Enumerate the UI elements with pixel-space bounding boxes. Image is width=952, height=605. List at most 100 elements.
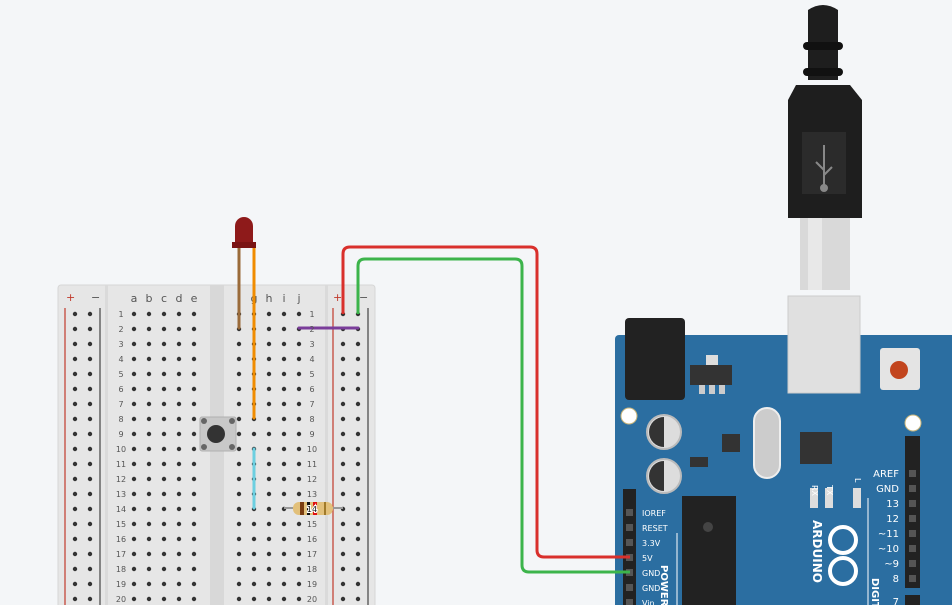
breadboard-hole[interactable] (161, 401, 167, 407)
breadboard-hole[interactable] (146, 311, 152, 317)
breadboard-hole[interactable] (355, 386, 361, 392)
breadboard-hole[interactable] (296, 356, 302, 362)
breadboard-hole[interactable] (161, 491, 167, 497)
header-pin[interactable] (909, 470, 916, 477)
breadboard-hole[interactable] (281, 461, 287, 467)
breadboard-hole[interactable] (296, 431, 302, 437)
breadboard-hole[interactable] (236, 356, 242, 362)
breadboard-hole[interactable] (176, 311, 182, 317)
breadboard-hole[interactable] (146, 491, 152, 497)
breadboard-hole[interactable] (296, 521, 302, 527)
breadboard-hole[interactable] (281, 596, 287, 602)
breadboard-hole[interactable] (161, 551, 167, 557)
breadboard-hole[interactable] (161, 326, 167, 332)
breadboard-hole[interactable] (161, 356, 167, 362)
breadboard-hole[interactable] (340, 476, 346, 482)
breadboard-hole[interactable] (131, 341, 137, 347)
breadboard-hole[interactable] (87, 581, 93, 587)
breadboard-hole[interactable] (131, 461, 137, 467)
header-pin[interactable] (909, 560, 916, 567)
breadboard-hole[interactable] (236, 551, 242, 557)
breadboard-hole[interactable] (72, 566, 78, 572)
breadboard-hole[interactable] (236, 521, 242, 527)
header-pin[interactable] (626, 524, 633, 531)
breadboard-hole[interactable] (355, 596, 361, 602)
breadboard-hole[interactable] (355, 341, 361, 347)
breadboard-hole[interactable] (87, 341, 93, 347)
breadboard-hole[interactable] (72, 596, 78, 602)
breadboard-hole[interactable] (72, 461, 78, 467)
breadboard-hole[interactable] (281, 566, 287, 572)
breadboard-hole[interactable] (191, 341, 197, 347)
breadboard-hole[interactable] (161, 311, 167, 317)
breadboard-hole[interactable] (87, 326, 93, 332)
breadboard-hole[interactable] (146, 566, 152, 572)
breadboard-hole[interactable] (161, 506, 167, 512)
breadboard-hole[interactable] (236, 581, 242, 587)
breadboard-hole[interactable] (236, 431, 242, 437)
breadboard-hole[interactable] (355, 446, 361, 452)
breadboard-hole[interactable] (266, 491, 272, 497)
breadboard-hole[interactable] (236, 401, 242, 407)
breadboard-hole[interactable] (355, 401, 361, 407)
breadboard-hole[interactable] (131, 581, 137, 587)
breadboard-hole[interactable] (191, 596, 197, 602)
breadboard-hole[interactable] (131, 431, 137, 437)
breadboard-hole[interactable] (355, 431, 361, 437)
breadboard-hole[interactable] (176, 581, 182, 587)
breadboard-hole[interactable] (146, 401, 152, 407)
breadboard-hole[interactable] (131, 566, 137, 572)
breadboard-hole[interactable] (281, 311, 287, 317)
breadboard-hole[interactable] (191, 461, 197, 467)
breadboard-hole[interactable] (236, 461, 242, 467)
breadboard-hole[interactable] (340, 401, 346, 407)
breadboard-hole[interactable] (236, 446, 242, 452)
breadboard-hole[interactable] (161, 386, 167, 392)
breadboard-hole[interactable] (176, 446, 182, 452)
breadboard-hole[interactable] (281, 491, 287, 497)
breadboard-hole[interactable] (161, 521, 167, 527)
breadboard-hole[interactable] (176, 371, 182, 377)
breadboard-hole[interactable] (266, 386, 272, 392)
breadboard-hole[interactable] (72, 371, 78, 377)
header-pin[interactable] (909, 500, 916, 507)
breadboard-hole[interactable] (72, 551, 78, 557)
breadboard-hole[interactable] (266, 341, 272, 347)
breadboard-hole[interactable] (296, 476, 302, 482)
breadboard-hole[interactable] (87, 311, 93, 317)
breadboard-hole[interactable] (72, 476, 78, 482)
breadboard-hole[interactable] (355, 521, 361, 527)
breadboard-hole[interactable] (296, 566, 302, 572)
breadboard-hole[interactable] (72, 401, 78, 407)
breadboard-hole[interactable] (355, 566, 361, 572)
breadboard-hole[interactable] (176, 521, 182, 527)
breadboard-hole[interactable] (251, 596, 257, 602)
breadboard-hole[interactable] (296, 536, 302, 542)
breadboard-hole[interactable] (176, 491, 182, 497)
breadboard-hole[interactable] (266, 371, 272, 377)
breadboard-hole[interactable] (176, 566, 182, 572)
breadboard-hole[interactable] (251, 521, 257, 527)
green-wire-gnd[interactable] (356, 257, 630, 574)
breadboard-hole[interactable] (266, 431, 272, 437)
breadboard-hole[interactable] (251, 581, 257, 587)
breadboard-hole[interactable] (72, 431, 78, 437)
breadboard-hole[interactable] (72, 521, 78, 527)
breadboard-hole[interactable] (176, 536, 182, 542)
breadboard-hole[interactable] (296, 386, 302, 392)
breadboard-hole[interactable] (176, 551, 182, 557)
breadboard-hole[interactable] (236, 566, 242, 572)
breadboard-hole[interactable] (281, 356, 287, 362)
breadboard-hole[interactable] (161, 431, 167, 437)
breadboard-hole[interactable] (131, 356, 137, 362)
breadboard-hole[interactable] (355, 491, 361, 497)
breadboard-hole[interactable] (296, 401, 302, 407)
breadboard-hole[interactable] (72, 536, 78, 542)
red-wire-5v[interactable] (341, 245, 630, 559)
breadboard-hole[interactable] (146, 356, 152, 362)
usb-cable[interactable] (787, 5, 862, 394)
breadboard-hole[interactable] (266, 416, 272, 422)
breadboard-hole[interactable] (236, 341, 242, 347)
breadboard-hole[interactable] (236, 536, 242, 542)
